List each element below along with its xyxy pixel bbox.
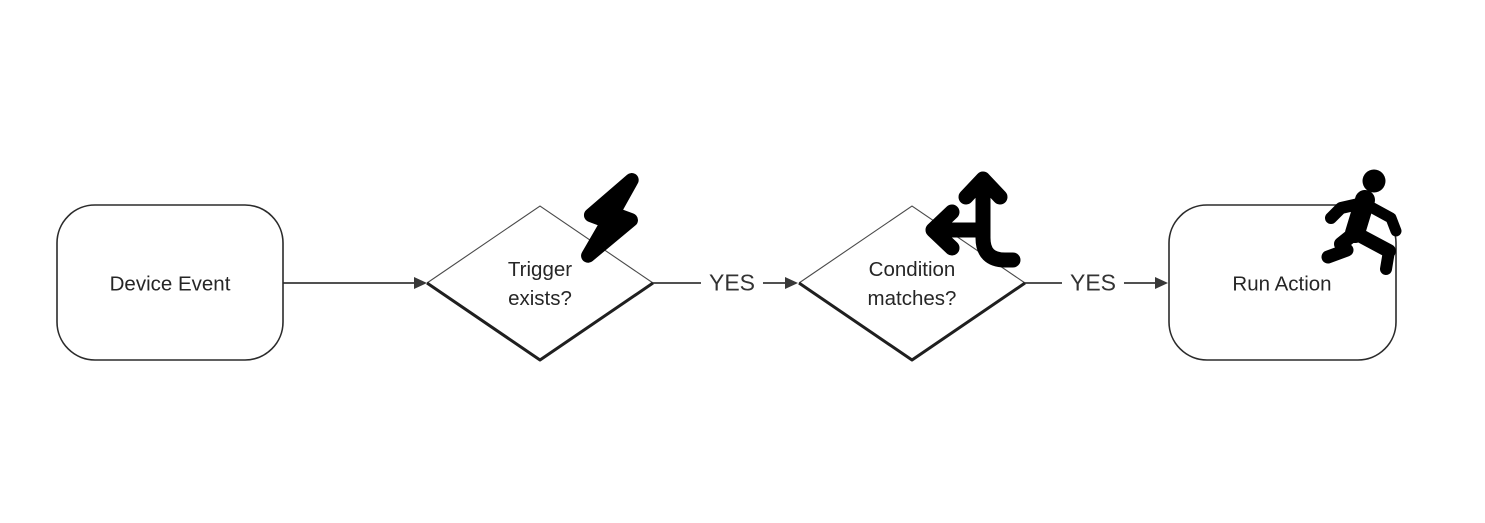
person-front-arm bbox=[1325, 197, 1369, 224]
diamond-bottom-edges bbox=[798, 281, 1026, 362]
diamond-bottom-edges bbox=[426, 281, 654, 362]
split-icon-shaft bbox=[975, 178, 1021, 268]
edge-label-yes-1: YES bbox=[700, 269, 764, 297]
person-running-icon bbox=[1321, 169, 1402, 275]
node-condition-matches-shape bbox=[798, 205, 1026, 362]
node-trigger-exists-label: Trigger exists? bbox=[508, 255, 572, 313]
arrowhead-icon bbox=[414, 277, 427, 289]
arrowhead-icon bbox=[785, 277, 798, 289]
person-rear-shoe bbox=[1321, 243, 1354, 264]
person-rear-arm bbox=[1363, 200, 1402, 237]
label-line-2: exists? bbox=[508, 287, 572, 310]
label-line-1: Trigger bbox=[507, 258, 573, 281]
person-rear-shin bbox=[1380, 245, 1395, 275]
rounded-rect-shape bbox=[56, 204, 284, 361]
split-icon-left-arrowhead bbox=[925, 204, 960, 256]
edge-label-yes-2: YES bbox=[1061, 269, 1125, 297]
label-line-1: Condition bbox=[868, 258, 956, 281]
bolt-icon-shape bbox=[581, 173, 639, 263]
arrows-split-up-left-icon bbox=[925, 171, 1021, 268]
diamond-top-edges bbox=[426, 205, 654, 284]
node-device-event-shape bbox=[56, 204, 284, 361]
node-condition-matches-label: Condition matches? bbox=[868, 255, 957, 313]
split-icon-up-arrowhead bbox=[958, 171, 1008, 205]
label-line-2: matches? bbox=[867, 287, 957, 310]
arrowhead-icon bbox=[1155, 277, 1168, 289]
bolt-icon bbox=[581, 173, 639, 263]
node-device-event-label: Device Event bbox=[109, 272, 231, 296]
node-run-action-label: Run Action bbox=[1232, 272, 1332, 296]
edge-device-event-to-trigger-exists bbox=[283, 277, 427, 289]
person-head bbox=[1362, 169, 1386, 193]
